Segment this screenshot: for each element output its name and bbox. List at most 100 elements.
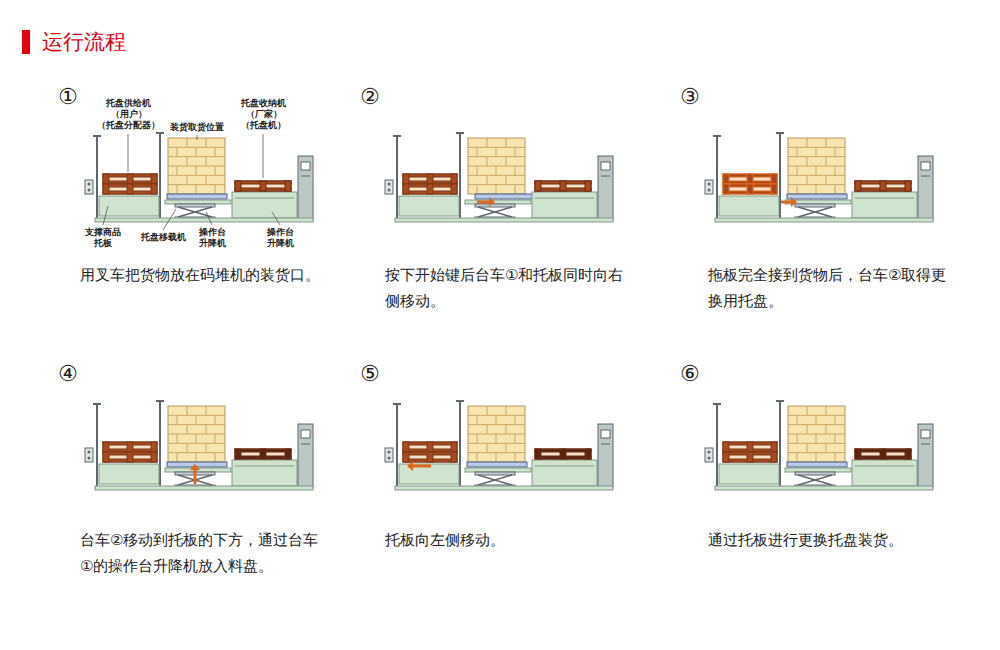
pallet-block [127,452,133,462]
goods-joint [506,406,507,415]
part-label: 操作台 升降机 [199,227,226,249]
post-cap [456,132,464,134]
transfer-rail [165,200,231,204]
base-bar [395,218,613,222]
cabinet-panel [601,430,610,438]
goods-joint [496,147,497,156]
palletizer-machine [85,401,313,490]
goods-joint [797,147,798,156]
part-label: 托盘供给机 （用户） （托盘分配器） [97,98,160,131]
goods-joint [487,443,488,452]
goods-joint [487,175,488,184]
pallet [535,181,591,191]
post-cap [156,132,164,134]
cabinet-panel [601,162,610,170]
pallet-block [235,181,241,191]
pallet-block [451,184,457,194]
goods-joint [515,453,516,462]
step-caption: 托板向左侧移动。 [385,527,630,553]
pallet [235,181,291,191]
step-number: ① [58,84,78,110]
pallet-block [451,442,457,452]
pallet-block [103,452,109,462]
goods-joint [187,175,188,184]
post [716,404,718,488]
goods-joint [196,434,197,443]
part-label: 支撑商品 托板 [85,227,121,249]
handle-knob [388,457,391,460]
pallet-block [103,174,109,184]
goods-joint [196,415,197,424]
pallet-block [285,181,291,191]
step-number: ② [360,84,380,110]
goods-joint [496,453,497,462]
transfer-rail [465,468,531,472]
pallet-block [427,174,433,184]
support-plate [467,462,527,467]
goods-joint [816,166,817,175]
pallet-block [747,174,753,184]
handle-knob [708,451,711,454]
post [96,136,98,220]
goods-joint [477,185,478,194]
post-cap [156,400,164,402]
goods-joint [496,185,497,194]
pallet-block [103,184,109,194]
post-cap [776,132,784,134]
pallet [103,452,157,462]
base-bar [95,218,313,222]
pallet-block [905,181,911,191]
pallet-block [260,181,266,191]
goods-joint [835,166,836,175]
goods-joint [496,434,497,443]
post [96,404,98,488]
conveyor-roller [855,466,914,467]
handle-box [85,448,93,462]
base-bar [395,486,613,490]
handle-knob [88,189,91,192]
goods-joint [187,138,188,147]
scissor-arm [478,207,512,217]
palletizer-machine [85,133,313,222]
pallet-block [235,449,241,459]
goods-joint [206,406,207,415]
arrow-head [190,464,200,470]
control-cabinet [298,424,313,488]
goods-stack [788,138,845,194]
part-label: 操作台 升降机 [267,227,294,249]
goods-joint [487,406,488,415]
pallet-block [127,174,133,184]
palletizer-machine [385,133,613,222]
goods-joint [826,406,827,415]
goods-joint [177,166,178,175]
pallet-block [151,174,157,184]
pallet [723,174,777,184]
step-caption: 拖板完全接到货物后，台车②取得更换用托盘。 [708,262,953,314]
pallet [855,181,911,191]
scissor-arm [178,207,212,217]
goods-stack [468,138,525,194]
goods-joint [797,166,798,175]
handle-knob [88,457,91,460]
pallet-block [905,449,911,459]
goods-joint [797,185,798,194]
goods-joint [187,157,188,166]
goods-joint [196,147,197,156]
goods-joint [177,147,178,156]
goods-joint [477,453,478,462]
cabinet-detail [301,176,310,177]
post [716,136,718,220]
cabinet-panel [921,430,930,438]
goods-joint [835,415,836,424]
pallet-block [771,442,777,452]
leader-line [263,134,264,178]
pallet-block [771,184,777,194]
goods-joint [816,185,817,194]
goods-joint [835,185,836,194]
goods-joint [187,443,188,452]
goods-joint [816,434,817,443]
pallet-block [535,449,541,459]
conveyor-frame [532,192,597,218]
scissor-arm [478,475,512,485]
step-caption: 通过托板进行更换托盘装货。 [708,527,953,553]
